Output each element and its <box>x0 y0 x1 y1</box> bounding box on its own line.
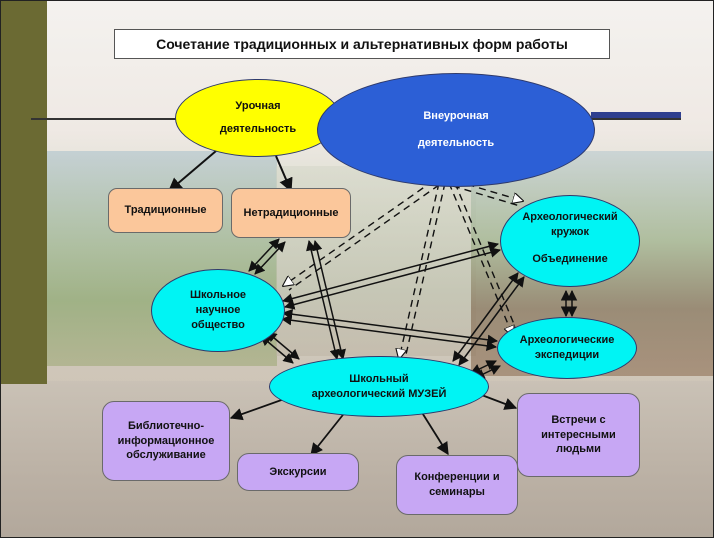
arrow-urochnaya-to-traditsionnye <box>167 150 217 192</box>
node-vstrechi: Встречи с интересными людьми <box>517 393 640 477</box>
node-vstrechi-line3: людьми <box>556 443 601 456</box>
node-vneurochnaya-line1: Внеурочная <box>423 110 489 123</box>
node-vneurochnaya-line2: деятельность <box>417 137 495 149</box>
node-muzey-line1: Школьный <box>349 372 409 385</box>
node-ekskursii: Экскурсии <box>237 453 359 491</box>
link-netraditsionnye-muzey-b <box>312 239 346 361</box>
node-kruzhok-line3: Объединение <box>532 252 608 265</box>
node-kruzhok-line2: кружок <box>550 225 590 238</box>
node-ekspeditsii-line2: экспедиции <box>534 349 600 361</box>
node-kruzhok-line1: Археологический <box>522 211 618 223</box>
node-konferentsii-line2: семинары <box>429 486 485 498</box>
node-konferentsii: Конференции и семинары <box>396 455 518 515</box>
node-biblioteka-line2: информационное <box>117 434 215 447</box>
arrow-vneurochnaya-to-muzey <box>399 182 446 359</box>
node-ekspeditsii: Археологические экспедиции <box>497 317 637 379</box>
link-nauchnoe-ekspeditsii-a <box>281 309 499 345</box>
node-urochnaya-line2: деятельность <box>219 123 297 135</box>
decorative-bar-right <box>591 112 681 118</box>
node-vneurochnaya: Внеурочная деятельность <box>317 73 595 187</box>
node-muzey-line2: археологический МУЗЕЙ <box>311 387 447 400</box>
node-urochnaya: Урочная деятельность <box>175 79 341 157</box>
node-konferentsii-line1: Конференции и <box>414 471 500 484</box>
link-netraditsionnye-nauchnoe-a <box>248 238 280 272</box>
link-nauchnoe-ekspeditsii-b <box>280 315 498 351</box>
arrow-urochnaya-to-netraditsionnye <box>275 155 293 193</box>
node-ekskursii-label: Экскурсии <box>269 465 327 478</box>
link-netraditsionnye-nauchnoe-b <box>254 241 286 275</box>
node-nauchnoe-line3: общество <box>191 318 245 331</box>
node-vstrechi-line1: Встречи с <box>551 413 606 426</box>
node-urochnaya-line1: Урочная <box>235 100 281 113</box>
link-nauchnoe-kruzhok-b <box>283 247 502 310</box>
link-nauchnoe-kruzhok-a <box>281 241 500 304</box>
node-biblioteka: Библиотечно- информационное обслуживание <box>102 401 230 481</box>
node-traditsionnye: Традиционные <box>108 188 223 233</box>
node-ekspeditsii-line1: Археологические <box>519 334 615 347</box>
node-netraditsionnye-label: Нетрадиционные <box>243 206 339 219</box>
link-nauchnoe-muzey-a <box>260 335 294 364</box>
node-kruzhok: Археологический кружок Объединение <box>500 195 640 287</box>
node-nauchnoe-line2: научное <box>195 304 241 317</box>
arrow-muzey-to-vstrechi <box>478 393 518 410</box>
decorative-line-right <box>591 118 681 120</box>
link-netraditsionnye-muzey-a <box>306 239 340 361</box>
link-nauchnoe-muzey-b <box>266 331 300 360</box>
node-netraditsionnye: Нетрадиционные <box>231 188 351 238</box>
node-traditsionnye-label: Традиционные <box>124 204 207 217</box>
arrow-muzey-to-konferentsii <box>420 410 449 456</box>
slide-title: Сочетание традиционных и альтернативных … <box>114 29 610 59</box>
node-biblioteka-line3: обслуживание <box>126 449 206 462</box>
node-nauchnoe: Школьное научное общество <box>151 269 285 352</box>
node-muzey: Школьный археологический МУЗЕЙ <box>269 356 489 417</box>
node-nauchnoe-line1: Школьное <box>189 289 247 302</box>
node-vstrechi-line2: интересными <box>541 428 616 441</box>
side-accent-bar <box>1 1 47 384</box>
arrow-muzey-to-ekskursii <box>310 410 347 456</box>
node-biblioteka-line1: Библиотечно- <box>127 419 205 432</box>
